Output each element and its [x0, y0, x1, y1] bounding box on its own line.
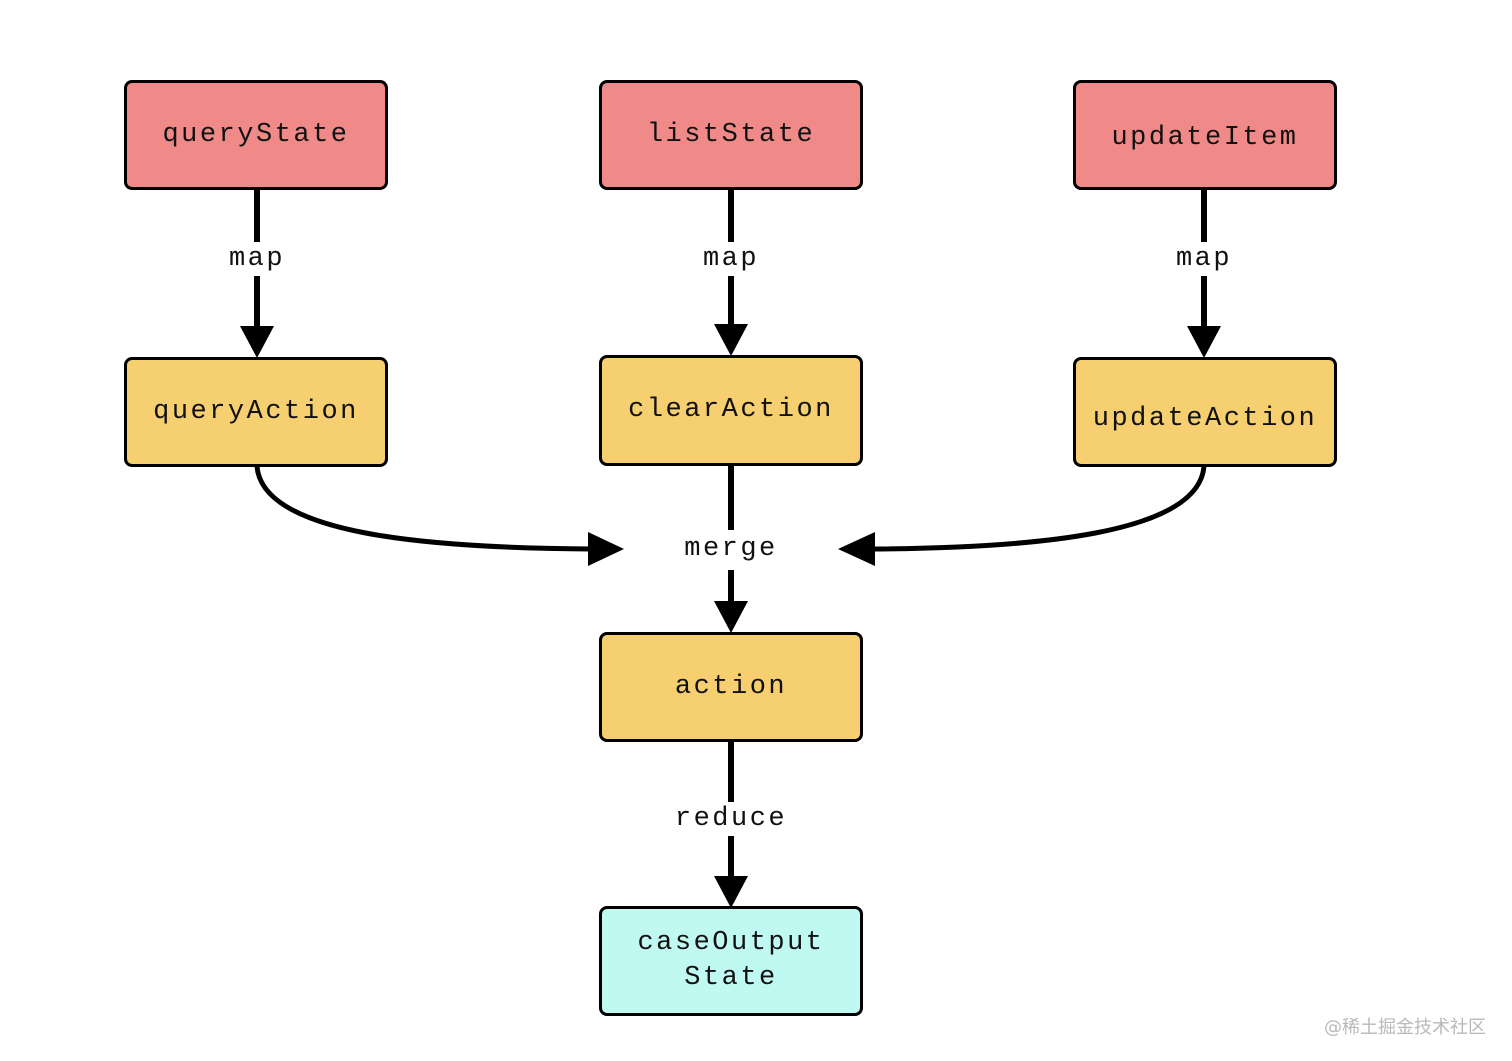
node-query-action-label: queryAction: [153, 396, 359, 427]
node-list-state: listState: [599, 80, 863, 190]
arrowhead-merge-left: [588, 532, 624, 566]
arrowhead-query-action: [240, 326, 274, 358]
node-action: action: [599, 632, 863, 742]
node-query-state: queryState: [124, 80, 388, 190]
node-list-state-label: listState: [646, 119, 816, 150]
edge-update-action-to-merge: [871, 465, 1207, 552]
node-update-item: updateItem: [1073, 80, 1337, 190]
node-case-output-state-label: caseOutput State: [637, 928, 825, 993]
edge-label-reduce: reduce: [670, 802, 792, 836]
arrowhead-merge-right: [838, 532, 875, 566]
node-clear-action: clearAction: [599, 355, 863, 466]
arrowhead-case-output-state: [714, 876, 748, 908]
node-clear-action-label: clearAction: [628, 395, 834, 425]
node-query-action: queryAction: [124, 357, 388, 467]
node-case-output-state: caseOutput State: [599, 906, 863, 1016]
node-update-action: updateAction: [1073, 357, 1337, 467]
arrowhead-update-action: [1187, 326, 1221, 358]
edge-label-merge: merge: [680, 532, 782, 566]
arrowhead-action: [714, 601, 748, 633]
arrowhead-clear-action: [714, 324, 748, 356]
node-query-state-label: queryState: [162, 119, 350, 150]
edge-label-map-right: map: [1171, 242, 1237, 276]
edge-label-map-middle: map: [698, 242, 764, 276]
node-update-item-label: updateItem: [1111, 122, 1299, 153]
edge-query-action-to-merge: [254, 465, 593, 552]
node-action-label: action: [674, 671, 788, 702]
node-update-action-label: updateAction: [1092, 403, 1318, 434]
edge-label-map-left: map: [224, 242, 290, 276]
watermark: @稀土掘金技术社区: [1324, 1017, 1486, 1038]
